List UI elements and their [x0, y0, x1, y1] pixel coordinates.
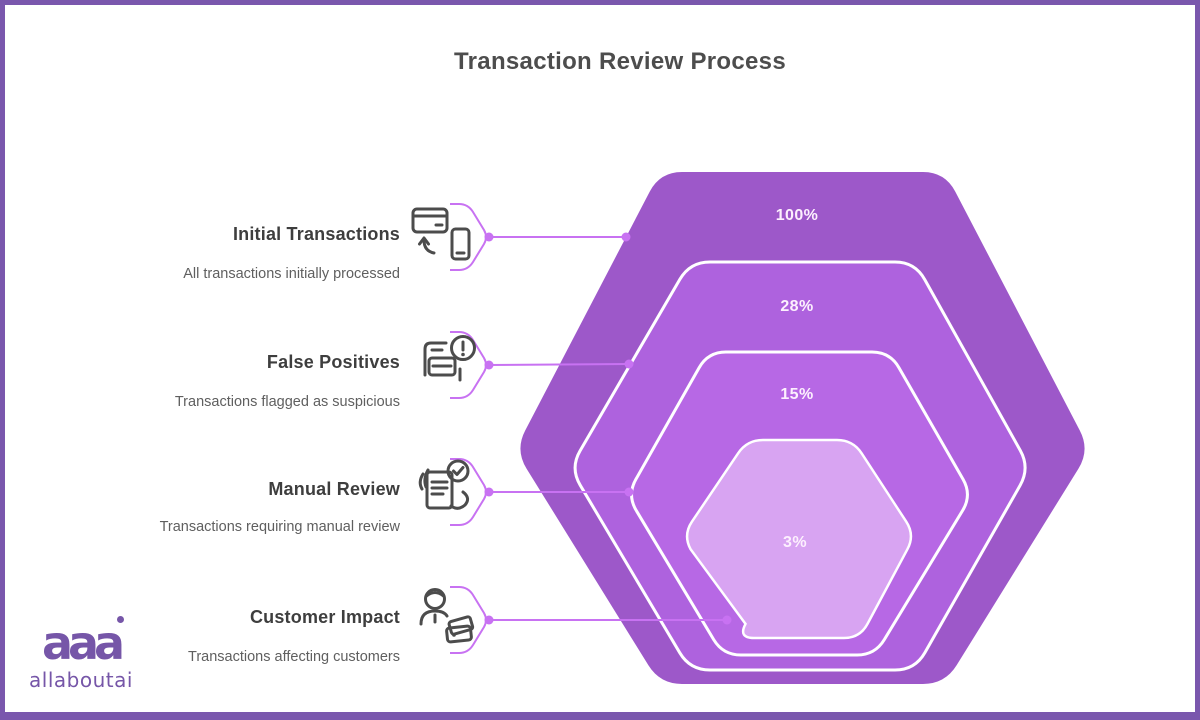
connector-false-positives — [488, 363, 630, 366]
percent-label-100: 100% — [775, 207, 819, 224]
hexagon-level-4 — [685, 438, 913, 640]
stage-title-false-positives: False Positives — [266, 352, 400, 372]
stage-title-initial-transactions: Initial Transactions — [232, 224, 400, 244]
document-check-hands-icon — [413, 458, 477, 522]
stage-title-customer-impact: Customer Impact — [249, 607, 400, 627]
logo-mark-dot — [117, 616, 125, 623]
allaboutai-logo: aaa allaboutai — [16, 616, 146, 692]
stage-desc-false-positives: Transactions flagged as suspicious — [174, 394, 400, 410]
allaboutai-logo-mark: aaa — [42, 616, 125, 666]
stage-desc-customer-impact: Transactions affecting customers — [188, 649, 400, 665]
page-title: Transaction Review Process — [454, 48, 786, 75]
stage-title-manual-review: Manual Review — [268, 479, 400, 499]
percent-label-3: 3% — [783, 534, 807, 551]
percent-label-28: 28% — [780, 298, 814, 315]
logo-mark-text: aaa — [41, 616, 125, 670]
person-cards-icon — [416, 586, 480, 650]
allaboutai-logo-word: allaboutai — [29, 668, 133, 692]
stage-desc-manual-review: Transactions requiring manual review — [159, 519, 400, 535]
card-alert-icon — [416, 333, 480, 397]
connector-dots — [484, 232, 732, 625]
stage-desc-initial-transactions: All transactions initially processed — [183, 266, 400, 282]
percent-label-15: 15% — [780, 386, 814, 403]
card-phone-transfer-icon — [410, 203, 474, 267]
